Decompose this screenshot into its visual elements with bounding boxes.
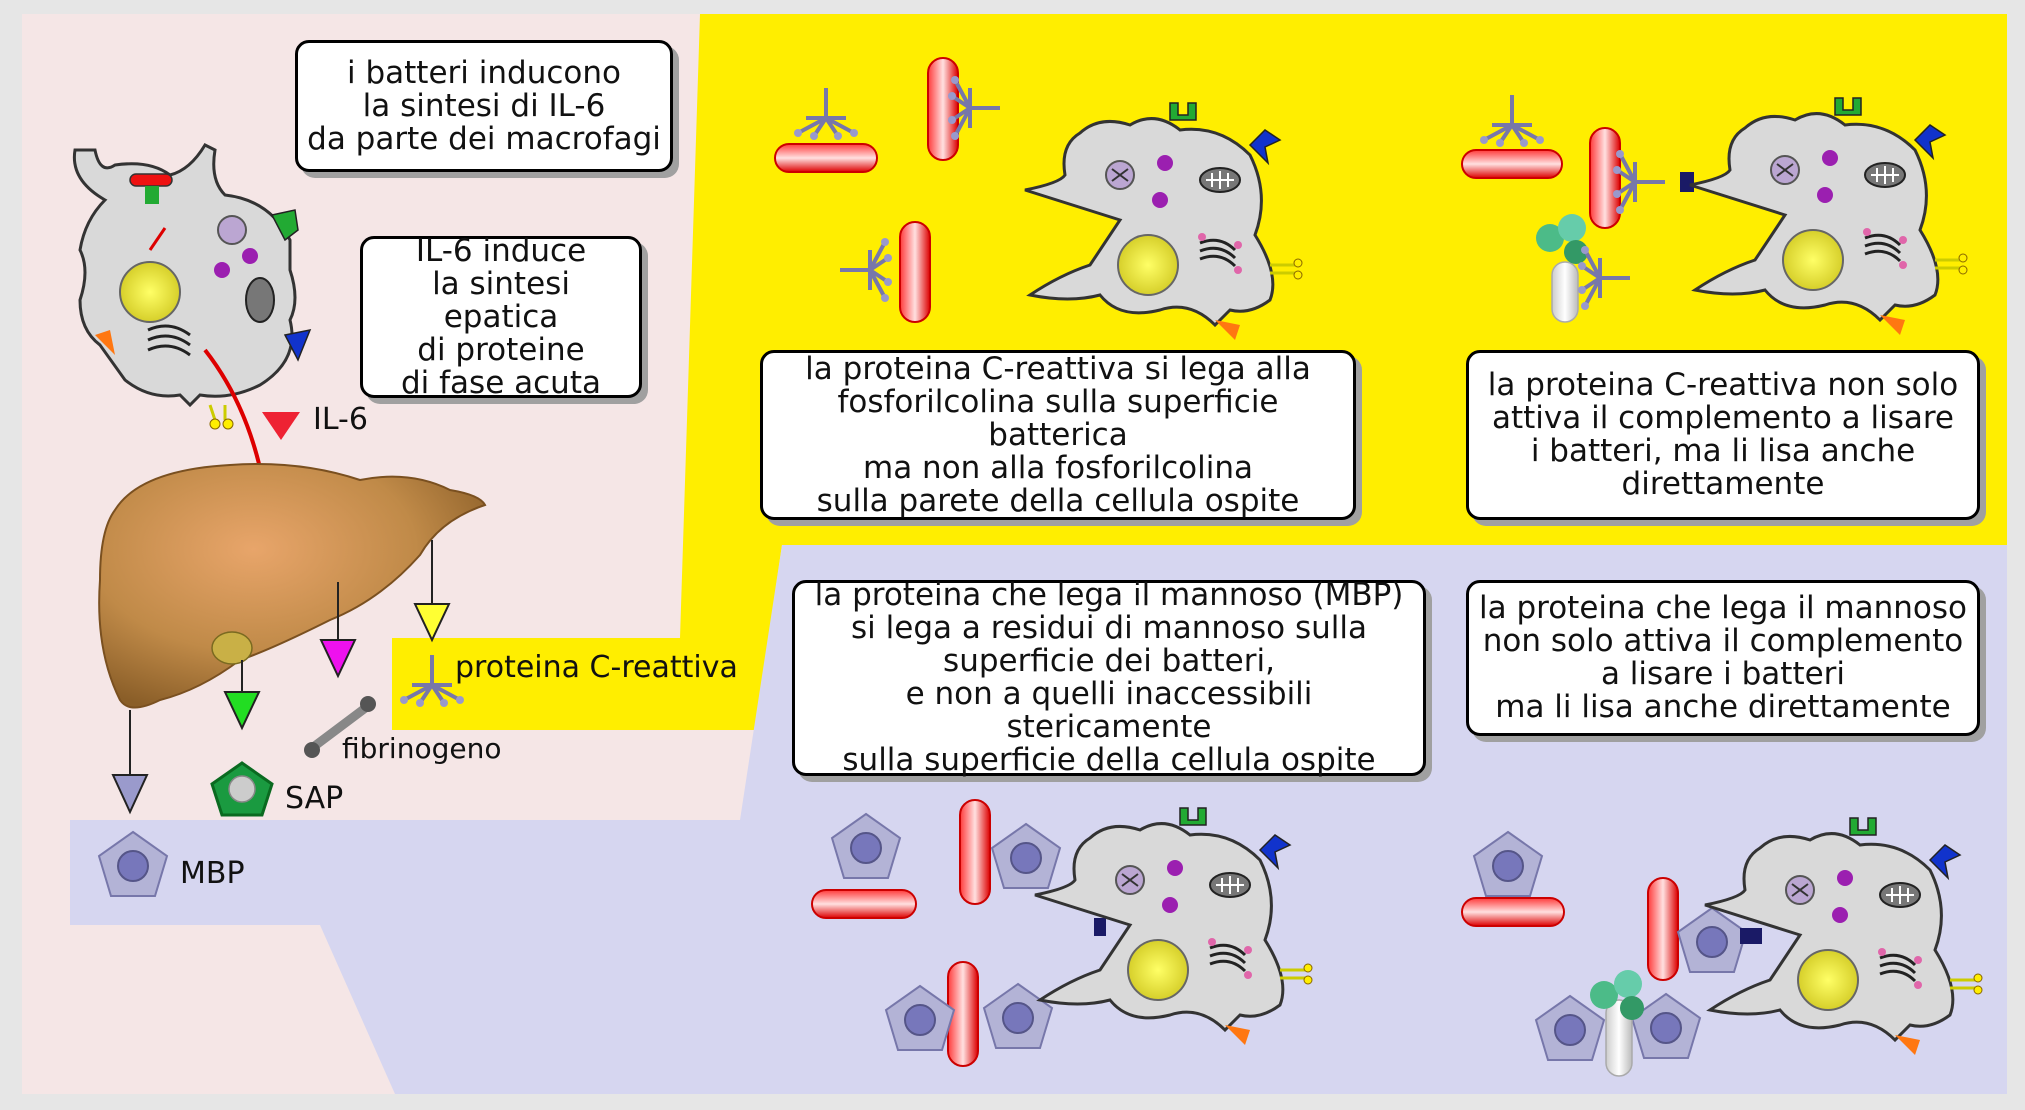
mbp-lysis-scene bbox=[1461, 816, 1984, 1077]
caption-il6-liver-synthesis: IL-6 induce la sintesi epatica di protei… bbox=[360, 232, 642, 401]
caption-text: IL-6 induce la sintesi epatica di protei… bbox=[401, 232, 601, 401]
crp-binding-scene bbox=[774, 57, 1304, 342]
caption-text: la proteina che lega il mannoso non solo… bbox=[1479, 590, 1967, 725]
label-il6: IL-6 bbox=[313, 402, 368, 437]
liver bbox=[98, 463, 487, 709]
caption-mbp-binds: la proteina che lega il mannoso (MBP) si… bbox=[792, 577, 1426, 778]
caption-bacteria-induce-il6: i batteri inducono la sintesi di IL-6 da… bbox=[295, 40, 673, 172]
sap-icon bbox=[210, 761, 274, 817]
mbp-binding-scene bbox=[811, 799, 1314, 1067]
caption-crp-lyses: la proteina C-reattiva non solo attiva i… bbox=[1466, 350, 1980, 520]
label-crp: proteina C-reattiva bbox=[455, 650, 738, 685]
arrow-crp-head bbox=[413, 603, 451, 643]
caption-crp-binds: la proteina C-reattiva si lega alla fosf… bbox=[760, 350, 1356, 520]
fibrinogen-icon bbox=[304, 696, 376, 758]
caption-text: i batteri inducono la sintesi di IL-6 da… bbox=[307, 54, 661, 157]
label-mbp: MBP bbox=[180, 856, 245, 891]
label-sap: SAP bbox=[285, 781, 344, 816]
arrow-mbp-head bbox=[111, 774, 149, 815]
caption-text: la proteina C-reattiva si lega alla fosf… bbox=[805, 350, 1311, 519]
caption-text: la proteina C-reattiva non solo attiva i… bbox=[1487, 367, 1959, 502]
crp-lysis-scene bbox=[1461, 93, 1969, 337]
label-fibrinogen: fibrinogeno bbox=[342, 732, 502, 765]
arrow-sap-head bbox=[223, 691, 261, 731]
il6-triangle-icon bbox=[262, 412, 300, 440]
arrow-fibrinogen-head bbox=[319, 639, 357, 679]
caption-mbp-lyses: la proteina che lega il mannoso non solo… bbox=[1466, 580, 1980, 736]
macrophage bbox=[72, 143, 312, 430]
caption-text: la proteina che lega il mannoso (MBP) si… bbox=[814, 577, 1404, 778]
